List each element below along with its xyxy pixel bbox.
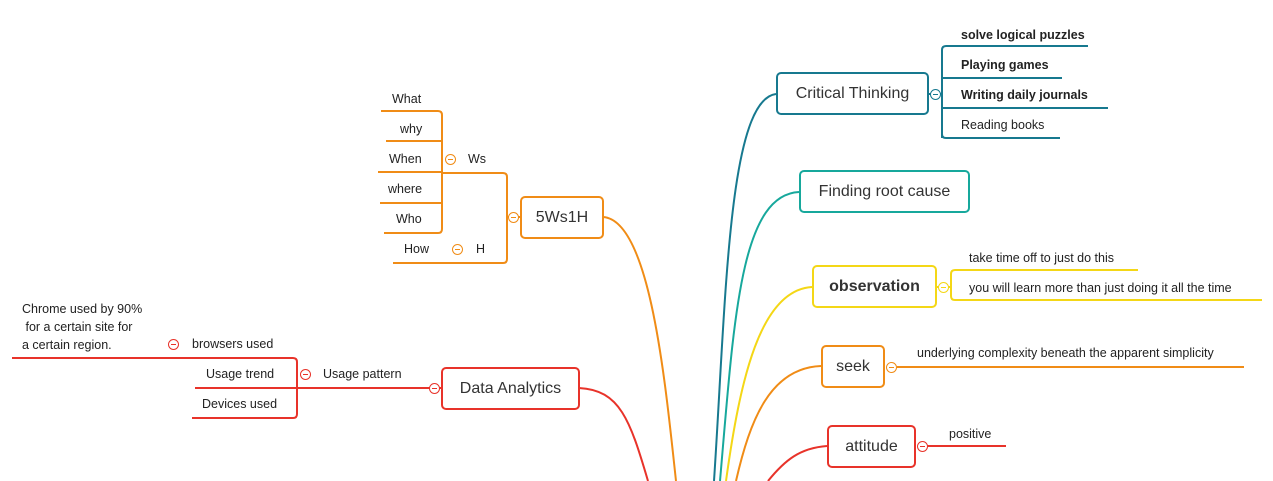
collapse-seek-toggle[interactable] [886, 362, 897, 373]
subtopic-chrome-note[interactable]: Chrome used by 90% for a certain site fo… [22, 302, 143, 352]
subtopic-who[interactable]: Who [396, 212, 422, 226]
subtopic-writing-daily-journals[interactable]: Writing daily journals [961, 88, 1088, 102]
topic-5ws1h[interactable]: 5Ws1H [520, 196, 604, 239]
collapse-critical-thinking-toggle[interactable] [930, 89, 941, 100]
topic-data-analytics[interactable]: Data Analytics [441, 367, 580, 410]
collapse-ws-toggle[interactable] [445, 154, 456, 165]
subtopic-underlying-complexity[interactable]: underlying complexity beneath the appare… [917, 346, 1214, 360]
subtopic-usage-pattern[interactable]: Usage pattern [323, 367, 402, 381]
connector-attitude [767, 445, 828, 481]
connector-observation [725, 286, 813, 481]
connector-critical-thinking [713, 93, 777, 481]
topic-finding-root-cause[interactable]: Finding root cause [799, 170, 970, 213]
connector-data-analytics [578, 387, 649, 481]
collapse-data-analytics-toggle[interactable] [429, 383, 440, 394]
subtopic-devices-used[interactable]: Devices used [202, 397, 278, 411]
collapse-5ws1h-toggle[interactable] [508, 212, 519, 223]
collapse-attitude-toggle[interactable] [917, 441, 928, 452]
subtopic-browsers-used[interactable]: browsers used [192, 337, 274, 351]
topic-attitude[interactable]: attitude [827, 425, 916, 468]
subtopic-usage-trend[interactable]: Usage trend [206, 367, 275, 381]
subtopic-take-time-off[interactable]: take time off to just do this [969, 251, 1114, 265]
collapse-h-toggle[interactable] [452, 244, 463, 255]
connector-seek [735, 365, 822, 481]
subtopic-positive[interactable]: positive [949, 427, 992, 441]
subtopic-where[interactable]: where [388, 182, 423, 196]
collapse-observation-toggle[interactable] [938, 282, 949, 293]
topic-critical-thinking[interactable]: Critical Thinking [776, 72, 929, 115]
subtopic-learn-more[interactable]: you will learn more than just doing it a… [969, 281, 1232, 295]
subtopic-h[interactable]: H [476, 242, 486, 256]
subtopic-what[interactable]: What [392, 92, 422, 106]
subtopic-ws[interactable]: Ws [468, 152, 487, 166]
subtopic-how[interactable]: How [404, 242, 430, 256]
collapse-usage-pattern-toggle[interactable] [300, 369, 311, 380]
connector-5ws1h [602, 216, 677, 481]
subtopic-playing-games[interactable]: Playing games [961, 58, 1049, 72]
subtopic-why[interactable]: why [400, 122, 423, 136]
connector-finding-root-cause [719, 191, 800, 481]
subtopic-when[interactable]: When [389, 152, 422, 166]
collapse-browsers-used-toggle[interactable] [168, 339, 179, 350]
subtopic-solve-logical-puzzles[interactable]: solve logical puzzles [961, 28, 1085, 42]
subtopic-reading-books[interactable]: Reading books [961, 118, 1045, 132]
topic-seek[interactable]: seek [821, 345, 885, 388]
topic-observation[interactable]: observation [812, 265, 937, 308]
